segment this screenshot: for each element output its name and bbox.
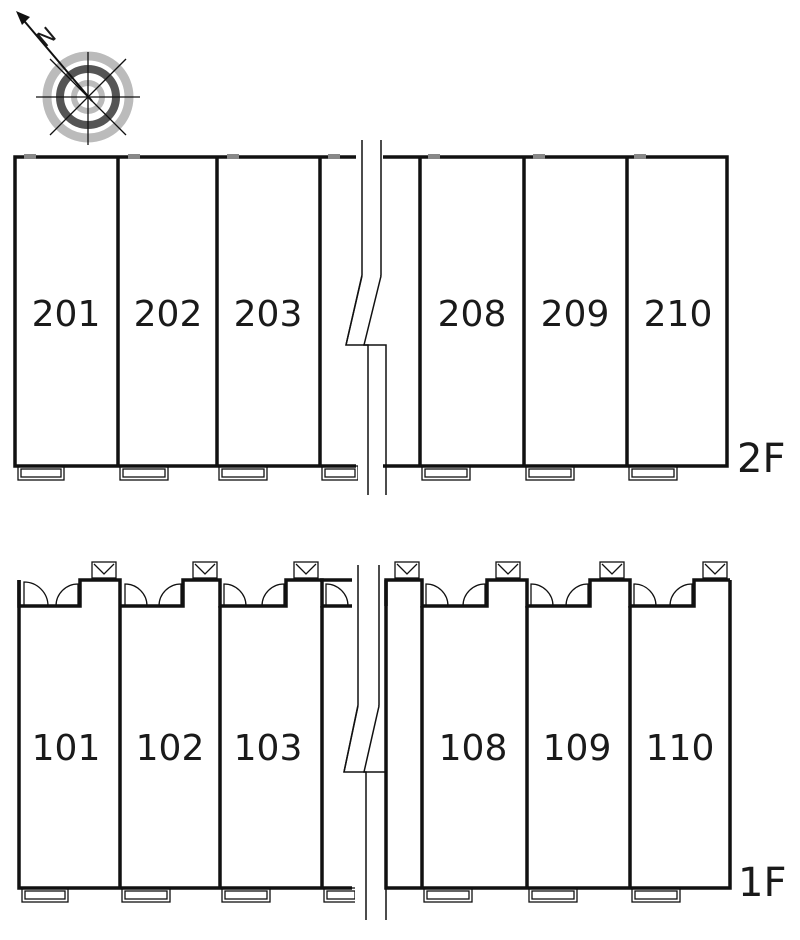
unit-label: 109 (543, 728, 612, 769)
compass-north-icon: N (16, 11, 140, 145)
floor-1f-plan (17, 561, 732, 925)
unit-label: 110 (646, 728, 715, 769)
floor-label-1f: 1F (738, 860, 786, 906)
unit-label: 103 (234, 728, 303, 769)
unit-label: 108 (439, 728, 508, 769)
unit-label: 102 (136, 728, 205, 769)
compass-north-label: N (33, 23, 62, 53)
unit-label: 209 (541, 294, 610, 335)
unit-label: 203 (234, 294, 303, 335)
unit-label: 101 (32, 728, 101, 769)
unit-label: 210 (644, 294, 713, 335)
unit-label: 202 (134, 294, 203, 335)
floor-label-2f: 2F (737, 436, 785, 482)
unit-label: 201 (32, 294, 101, 335)
floor-2f-unit-labels: 201 202 203 208 209 210 (32, 294, 713, 335)
unit-label: 208 (438, 294, 507, 335)
floor-2f-plan (13, 140, 729, 500)
floor-1f-unit-labels: 101 102 103 108 109 110 (32, 728, 715, 769)
